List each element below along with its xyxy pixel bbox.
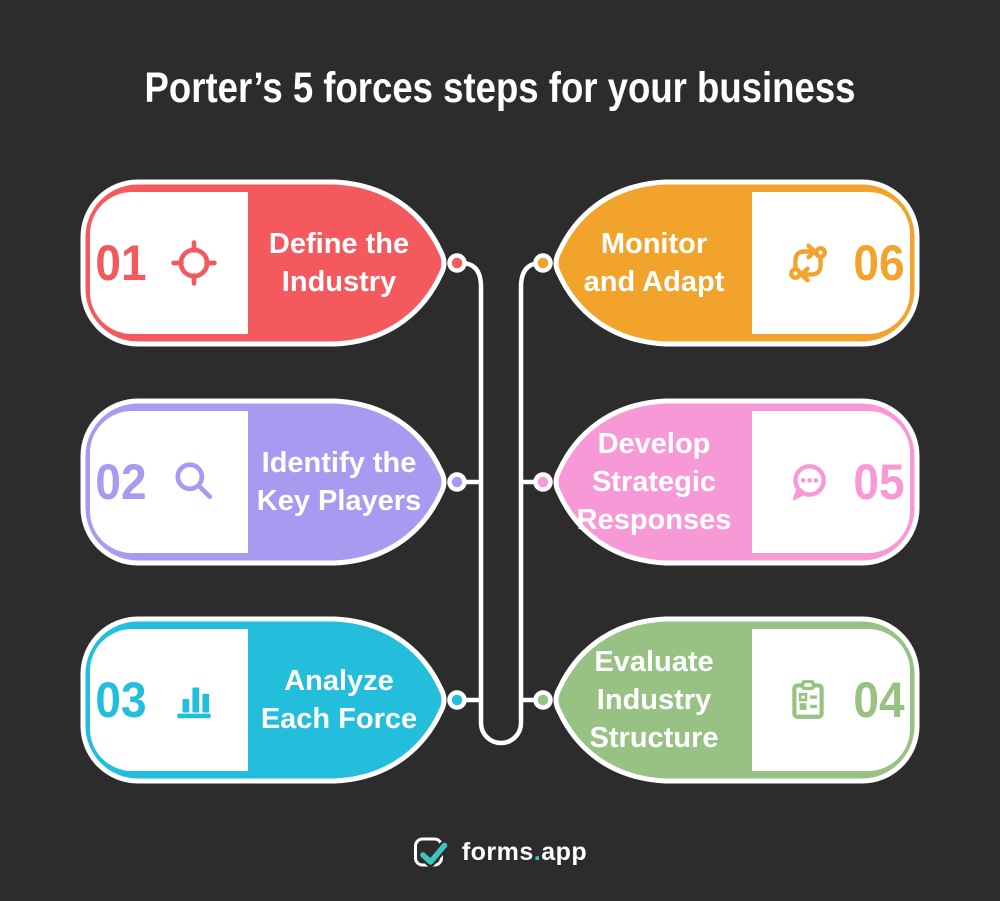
connector-dot <box>533 253 553 273</box>
step-label-line: Evaluate <box>594 646 714 678</box>
step-label: Monitor and Adapt <box>560 179 748 347</box>
sync-icon <box>780 179 836 347</box>
step-label-line: Structure <box>589 722 719 754</box>
connector-spine <box>447 253 553 746</box>
connector-dot <box>533 690 553 710</box>
step-number: 01 <box>95 235 147 291</box>
step-number: 06 <box>853 235 905 291</box>
step-label: Analyze Each Force <box>248 616 430 784</box>
step-label: Identify the Key Players <box>248 398 430 566</box>
step-label-line: Industry <box>281 266 397 298</box>
step-label-line: Identify the <box>261 447 417 479</box>
card-white-panel <box>90 629 248 771</box>
card-shape <box>80 616 447 784</box>
step-label-line: Monitor <box>600 228 708 260</box>
card-white-panel <box>752 629 910 771</box>
step-label-line: Define the <box>268 228 410 260</box>
footer-brand: forms.app <box>0 833 1000 871</box>
connector-dot <box>447 690 467 710</box>
card-shape <box>80 179 447 347</box>
connector-dot <box>533 472 553 492</box>
step-label-line: Industry <box>596 684 712 716</box>
chat-icon <box>780 398 836 566</box>
step-card-06: Monitor and Adapt 06 <box>550 179 920 347</box>
step-label-line: Responses <box>576 504 732 536</box>
card-shape <box>80 398 447 566</box>
brand-primary: forms <box>461 837 534 866</box>
step-label-line: Analyze <box>284 665 394 697</box>
target-icon <box>166 179 222 347</box>
step-card-03: 03 Analyze Each Force <box>80 616 450 784</box>
search-icon <box>166 398 222 566</box>
card-white-panel <box>752 411 910 553</box>
card-white-panel <box>90 192 248 334</box>
step-label-line: Develop <box>597 428 711 460</box>
page-title: Porter’s 5 forces steps for your busines… <box>144 64 856 112</box>
card-shape <box>553 616 920 784</box>
connector-dot <box>447 472 467 492</box>
step-label-line: Each Force <box>260 703 418 735</box>
card-shape <box>553 179 920 347</box>
card-white-panel <box>90 411 248 553</box>
step-card-05: Develop Strategic Responses 05 <box>550 398 920 566</box>
card-shape <box>553 398 920 566</box>
step-label-line: and Adapt <box>583 266 725 298</box>
step-label: Evaluate Industry Structure <box>560 616 748 784</box>
step-card-02: 02 Identify the Key Players <box>80 398 450 566</box>
forms-app-logo-icon <box>413 837 450 867</box>
step-label-line: Strategic <box>591 466 717 498</box>
clipboard-icon <box>780 616 836 784</box>
brand-secondary: app <box>541 837 588 866</box>
bar-chart-icon <box>166 616 222 784</box>
connector-dot <box>447 253 467 273</box>
card-white-panel <box>752 192 910 334</box>
step-card-04: Evaluate Industry Structure 04 <box>550 616 920 784</box>
step-label-line: Key Players <box>256 485 422 517</box>
step-number: 04 <box>853 672 905 728</box>
step-number: 03 <box>95 672 147 728</box>
step-label: Develop Strategic Responses <box>560 398 748 566</box>
step-number: 05 <box>853 454 905 510</box>
brand-dot: . <box>533 837 542 866</box>
brand-wordmark: forms.app <box>462 838 587 867</box>
step-label: Define the Industry <box>248 179 430 347</box>
step-card-01: 01 Define the Industry <box>80 179 450 347</box>
spine-line <box>460 260 542 746</box>
step-number: 02 <box>95 454 147 510</box>
